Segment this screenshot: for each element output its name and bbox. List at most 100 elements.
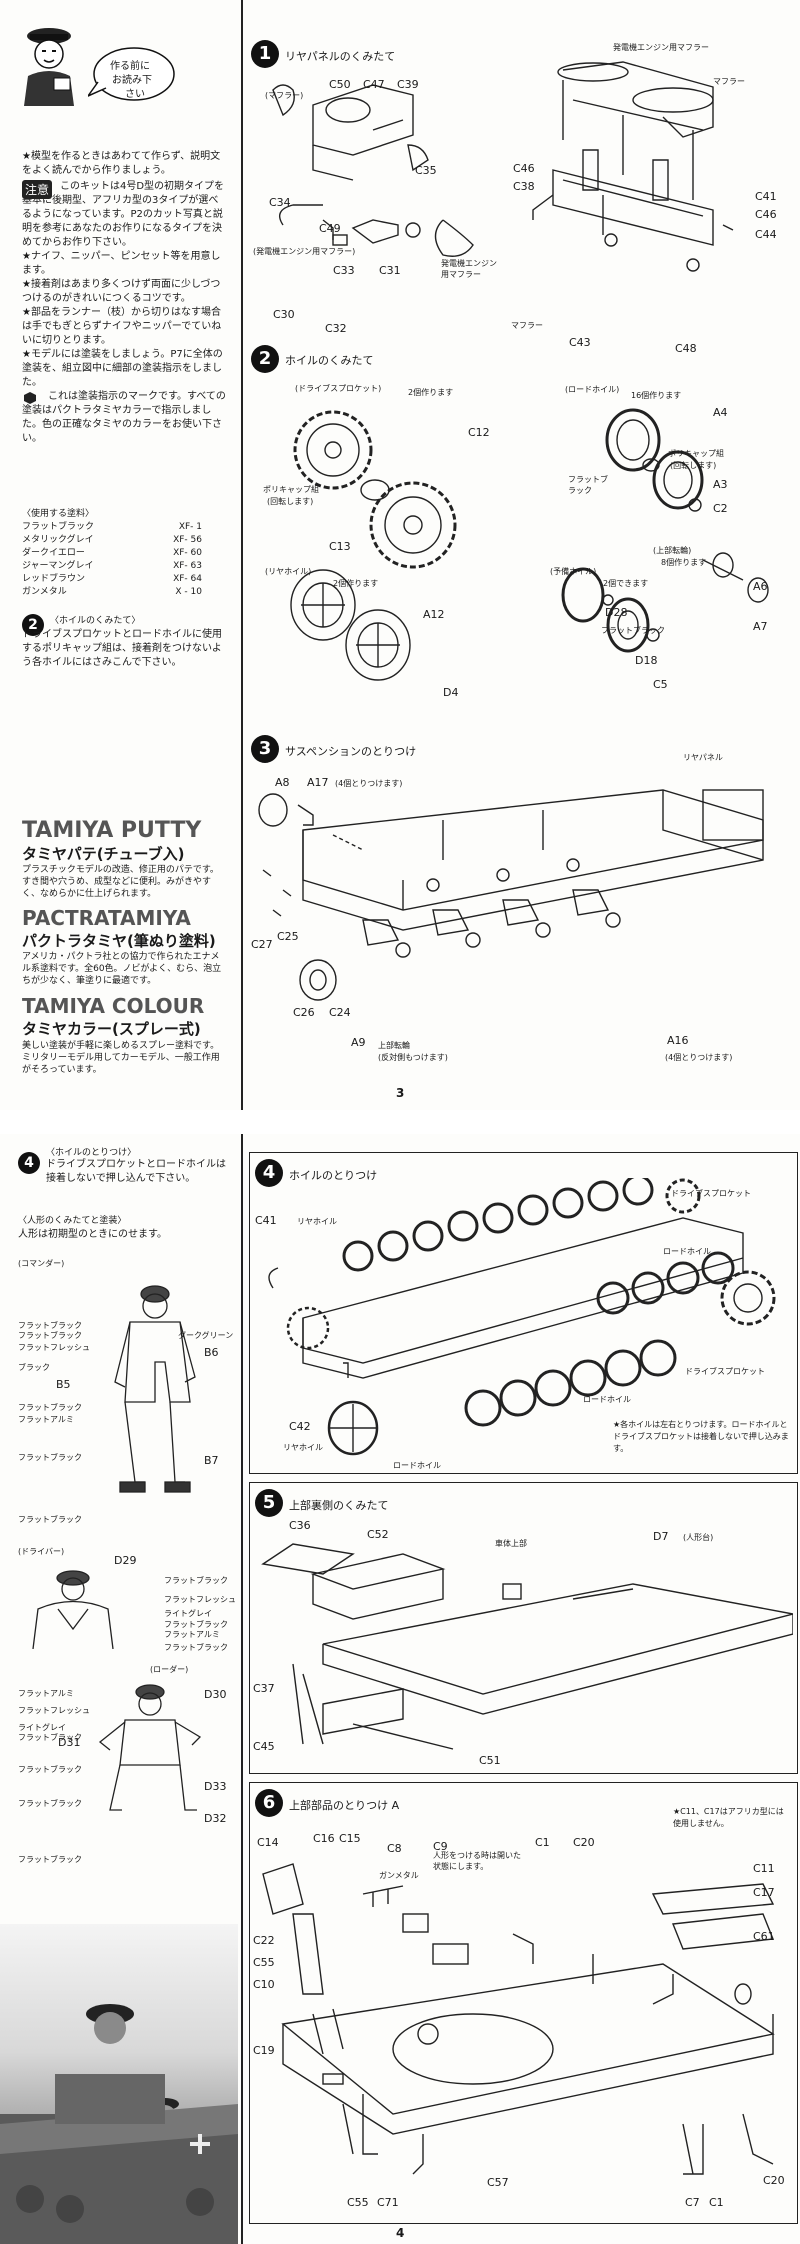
step2-flat-black-label: フラットブラック xyxy=(568,475,608,495)
part-label: C52 xyxy=(367,1528,389,1541)
part-label: A3 xyxy=(713,478,728,491)
step3-a16-note: (4個とりつけます) xyxy=(665,1053,733,1062)
part-label: C19 xyxy=(253,2044,275,2057)
part-label: C43 xyxy=(569,336,591,349)
step5-d7-note: (人形台) xyxy=(683,1533,714,1542)
page-4: 4 〈ホイルのとりつけ〉 ドライブスプロケットとロードホイルは接着しないで押し込… xyxy=(0,1134,800,2244)
step1-gen-muffler-label: 発電機エンジン用マフラー xyxy=(613,43,709,52)
step2-title: ホイルのくみたて xyxy=(285,354,374,367)
tank-crew-silhouette xyxy=(0,2004,238,2244)
step1-muffler2-label: マフラー xyxy=(713,77,745,86)
part-label: A7 xyxy=(753,620,768,633)
part-label: C33 xyxy=(333,264,355,277)
note-2: このキットは4号D型の初期タイプを基本に後期型、アフリカ型の3タイプが選べるよう… xyxy=(22,181,225,248)
step6-panel xyxy=(249,1782,798,2224)
part-label: C71 xyxy=(377,2196,399,2209)
driver-color: ライトグレイ xyxy=(164,1609,212,1618)
step1-muffler3-label: マフラー xyxy=(511,321,543,330)
step2-two2-label: 2個作ります xyxy=(333,579,379,588)
page-3: 作る前に お読み下 さい ★模型を作るときはあわてて作らず、説明文をよく読んでか… xyxy=(0,0,800,1110)
caution-badge: 注意 xyxy=(22,180,53,199)
commander-color: フラットブラック xyxy=(18,1321,82,1330)
loader-color: フラットブラック xyxy=(18,1765,82,1774)
page3-right-column: 1 リヤパネルのくみたて xyxy=(241,0,800,1110)
part-label: C47 xyxy=(363,78,385,91)
figures-title: 〈人形のくみたてと塗装〉 xyxy=(18,1216,127,1226)
brand-tamiya-colour: TAMIYA COLOUR xyxy=(22,994,205,1018)
commander-color: フラットブラック xyxy=(18,1403,82,1412)
loader-color: ライトグレイ xyxy=(18,1723,66,1732)
step1-rear-panel-diagram xyxy=(272,61,734,272)
step2-polycap-note: (回転します) xyxy=(670,461,717,470)
step3-a17-note: (4個とりつけます) xyxy=(335,779,403,788)
step2-return-label: (上部転輪) xyxy=(653,546,692,555)
part-label: C41 xyxy=(255,1214,277,1227)
part-label: C27 xyxy=(251,938,273,951)
part-label: C31 xyxy=(379,264,401,277)
step4-note-text: ドライブスプロケットとロードホイルは接着しないで押し込んで下さい。 xyxy=(46,1159,226,1184)
part-label: A4 xyxy=(713,406,728,419)
driver-color: フラットフレッシュ xyxy=(164,1595,236,1604)
note-7: これは塗装指示のマークです。すべての塗装はパクトラタミヤカラーで指示しました。色… xyxy=(22,391,226,444)
part-label: D29 xyxy=(114,1554,137,1567)
part-label: C37 xyxy=(253,1682,275,1695)
part-label: C7 xyxy=(685,2196,700,2209)
step4-road-wheel2-label: ロードホイル xyxy=(583,1395,631,1404)
part-label: C11 xyxy=(753,1862,775,1875)
brand-tamiya-colour-desc: 美しい塗装が手軽に楽しめるスプレー塗料です。ミリタリーモデル用してカーモデル、一… xyxy=(22,1041,220,1075)
step5-upper-hull-diagram xyxy=(261,1543,793,1750)
brand-tamiya-putty-desc: プラスチックモデルの改造、修正用のパテです。すき間や穴うめ、成型などに便利。みが… xyxy=(22,865,219,899)
part-label: C46 xyxy=(513,162,535,175)
commander-color: フラットブラック xyxy=(18,1453,82,1462)
speech-bubble-line3: さい xyxy=(125,89,145,100)
part-label: D4 xyxy=(443,686,459,699)
step6-title: 上部部品のとりつけ A xyxy=(289,1799,400,1812)
page4-right-column: 4 ホイルのとりつけ xyxy=(241,1134,800,2244)
commander-color: フラットブラック xyxy=(18,1515,82,1524)
page-number: 3 xyxy=(396,1086,405,1100)
part-label: C45 xyxy=(253,1740,275,1753)
step2-flat-black2-label: フラットブラック xyxy=(601,626,665,635)
step2-two-label: 2個作ります xyxy=(408,388,454,397)
loader-color: フラットアルミ xyxy=(18,1689,74,1698)
step2-rear-label: (リヤホイル) xyxy=(265,567,312,576)
step2-note-text: ドライブスプロケットとロードホイルに使用するポリキャップ組は、接着剤をつけないよ… xyxy=(22,629,222,668)
part-label: C10 xyxy=(253,1978,275,1991)
part-label: C44 xyxy=(755,228,777,241)
driver-color: フラットブラック xyxy=(164,1643,228,1652)
part-label: C5 xyxy=(653,678,668,691)
note-4: ★接着剤はあまり多くつけず両面に少しづつつけるのがきれいにつくるコツです。 xyxy=(22,279,221,304)
part-label: C8 xyxy=(387,1842,402,1855)
part-label: C39 xyxy=(397,78,419,91)
part-label: A16 xyxy=(667,1034,689,1047)
part-label: A6 xyxy=(753,580,768,593)
commander-color: フラットブラック xyxy=(18,1331,82,1340)
part-label: C32 xyxy=(325,322,347,335)
step3-number: 3 xyxy=(251,735,279,763)
figures-note: 人形は初期型のときにのせます。 xyxy=(18,1229,167,1240)
step4-note: ★各ホイルは左右とりつけます。ロードホイルとドライブスプロケットは接着しないで押… xyxy=(613,1420,789,1453)
part-label: C35 xyxy=(415,164,437,177)
step1-title: リヤパネルのくみたて xyxy=(285,50,396,63)
page4-left-column: 4 〈ホイルのとりつけ〉 ドライブスプロケットとロードホイルは接着しないで押し込… xyxy=(0,1134,238,2244)
step2-polycap-l-label: ポリキャップ組 xyxy=(263,485,319,494)
step4-note-title: 〈ホイルのとりつけ〉 xyxy=(46,1148,137,1158)
part-label: C25 xyxy=(277,930,299,943)
step4-drive-right-label: ドライブスプロケット xyxy=(685,1367,765,1376)
step2-drive-label: (ドライブスプロケット) xyxy=(295,384,382,393)
step4-drive-top-label: ドライブスプロケット xyxy=(671,1189,751,1198)
brand-pactratamiya-sub: パクトラタミヤ(筆ぬり塗料) xyxy=(22,932,216,950)
part-label: D33 xyxy=(204,1780,227,1793)
part-label: D30 xyxy=(204,1688,227,1701)
part-label: C14 xyxy=(257,1836,279,1849)
step2-note-number: 2 xyxy=(22,614,44,636)
step2-polycap-label: ポリキャップ組 xyxy=(668,449,724,458)
step1-gen-muffler-sm2-label: 発電機エンジン用マフラー xyxy=(441,259,497,279)
loader-figure xyxy=(98,1684,202,1811)
loader-title: (ローダー) xyxy=(150,1665,189,1674)
part-label: C20 xyxy=(763,2174,785,2187)
driver-color: フラットアルミ xyxy=(164,1630,220,1639)
